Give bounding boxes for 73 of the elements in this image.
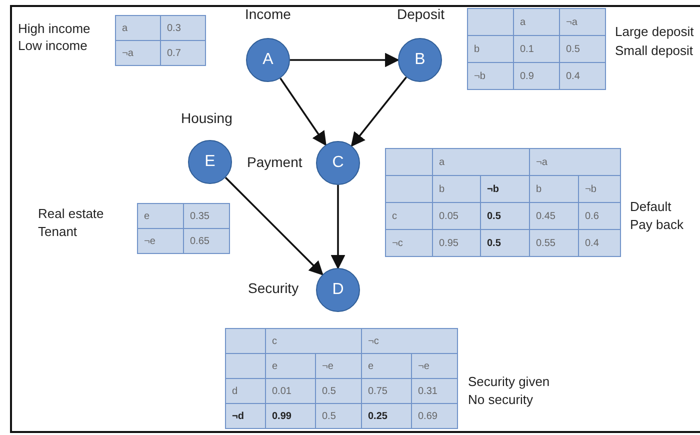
table-cell: b [468,36,514,63]
table-cell: 0.05 [433,203,481,230]
table-cell: ¬b [468,63,514,90]
node-caption: Deposit [397,6,444,22]
table-cell: 0.6 [579,203,621,230]
arrow [280,78,326,146]
table-cell: 0.95 [433,230,481,257]
row-label: Default [630,199,672,214]
table-cell: 0.75 [362,379,412,404]
node-caption: Security [248,280,299,296]
node-caption: Payment [247,154,302,170]
table-cell: 0.31 [412,379,458,404]
table-cell: c [266,329,362,354]
node-caption: Income [245,6,291,22]
table-cell: 0.4 [579,230,621,257]
table-cell: a [116,16,161,41]
table-cell: 0.5 [481,230,530,257]
table-cell: ¬b [579,176,621,203]
table-cell: ¬e [412,354,458,379]
table-cell: 0.99 [266,404,316,429]
row-label: Tenant [38,224,78,239]
table-cell: d [226,379,266,404]
table-cell: ¬b [481,176,530,203]
row-label: Small deposit [615,43,694,58]
table-cell: ¬c [362,329,458,354]
row-label: Security given [468,374,550,389]
row-label: High income [18,21,90,36]
table-cell: 0.5 [481,203,530,230]
arrow [350,76,407,147]
table-cell: 0.3 [161,16,206,41]
node-circle: C [316,141,360,185]
row-label: Low income [18,38,88,53]
node-circle: E [188,140,232,184]
table-cell: a [433,149,530,176]
arrow [224,176,324,276]
row-label: Pay back [630,217,684,232]
arrow [330,185,346,270]
table-cell: 0.5 [560,36,606,63]
table-cell: ¬a [530,149,621,176]
table-cell: ¬c [386,230,433,257]
table-cell: e [138,204,184,229]
table-cell: 0.4 [560,63,606,90]
row-label: No security [468,392,534,407]
table-cell: 0.25 [362,404,412,429]
table-cell: b [530,176,579,203]
table-cell: 0.7 [161,41,206,66]
table-cell: ¬a [116,41,161,66]
node-caption: Housing [181,110,232,126]
arrow [290,52,400,68]
row-label: Large deposit [615,24,694,39]
node-circle: B [398,38,442,82]
table-cell: 0.1 [514,36,560,63]
table-cell: e [266,354,316,379]
node-circle: D [316,268,360,312]
table-cell: a [514,9,560,36]
table-cell: ¬e [138,229,184,254]
table-cell: 0.69 [412,404,458,429]
table-cell: 0.01 [266,379,316,404]
table-cell: b [433,176,481,203]
table-cell: 0.45 [530,203,579,230]
table-cell: 0.5 [316,379,362,404]
table-cell: 0.9 [514,63,560,90]
table-cell: ¬a [560,9,606,36]
table-cell: 0.5 [316,404,362,429]
table-cell: c [386,203,433,230]
node-circle: A [246,38,290,82]
table-cell: ¬e [316,354,362,379]
row-label: Real estate [38,206,104,221]
table-cell: e [362,354,412,379]
table-cell: 0.35 [184,204,230,229]
table-cell: 0.65 [184,229,230,254]
table-cell: ¬d [226,404,266,429]
table-cell: 0.55 [530,230,579,257]
